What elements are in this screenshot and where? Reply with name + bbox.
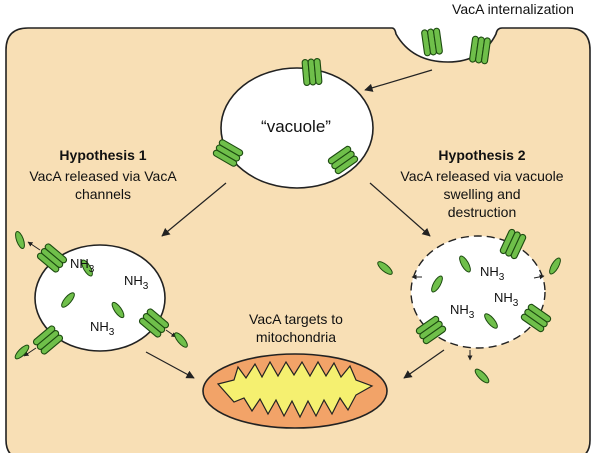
mitochondrion-cristae bbox=[216, 360, 374, 419]
internalization-label: VacA internalization bbox=[452, 1, 574, 17]
ammonia-label: NH3 bbox=[124, 273, 149, 292]
ammonia-label: NH3 bbox=[480, 264, 505, 283]
hypothesis-1-title: Hypothesis 1 bbox=[59, 147, 146, 163]
hypothesis-2-vacuole bbox=[410, 235, 546, 349]
hypothesis-1-line-1: VacA released via VacA bbox=[29, 168, 177, 184]
hypothesis-2-line-3: destruction bbox=[448, 204, 516, 220]
arrow-icon bbox=[364, 69, 433, 92]
hypothesis-2-line-1: VacA released via vacuole bbox=[400, 168, 563, 184]
target-line-2: mitochondria bbox=[256, 329, 336, 345]
arrow-icon bbox=[369, 182, 431, 237]
vacuole-label: “vacuole” bbox=[261, 117, 331, 136]
ammonia-label: NH3 bbox=[90, 319, 115, 338]
arrow-icon bbox=[23, 347, 37, 357]
hypothesis-2-line-2: swelling and bbox=[443, 186, 520, 202]
arrow-icon bbox=[403, 349, 445, 379]
hypothesis-2-title: Hypothesis 2 bbox=[438, 147, 525, 163]
vaca-channel-icon bbox=[468, 35, 492, 65]
host-cell bbox=[5, 27, 591, 453]
vaca-channel-icon bbox=[420, 27, 444, 57]
arrow-icon bbox=[533, 274, 545, 280]
arrow-icon bbox=[161, 182, 227, 237]
ammonia-label: NH3 bbox=[494, 290, 519, 309]
arrow-icon bbox=[27, 241, 41, 251]
hypothesis-1-line-2: channels bbox=[75, 186, 131, 202]
target-line-1: VacA targets to bbox=[249, 311, 343, 327]
hypothesis-1-vacuole bbox=[34, 244, 166, 352]
ammonia-label: NH3 bbox=[70, 256, 95, 275]
vaca-channel-icon bbox=[301, 57, 323, 87]
arrow-icon bbox=[145, 351, 195, 379]
ammonia-label: NH3 bbox=[450, 302, 475, 321]
